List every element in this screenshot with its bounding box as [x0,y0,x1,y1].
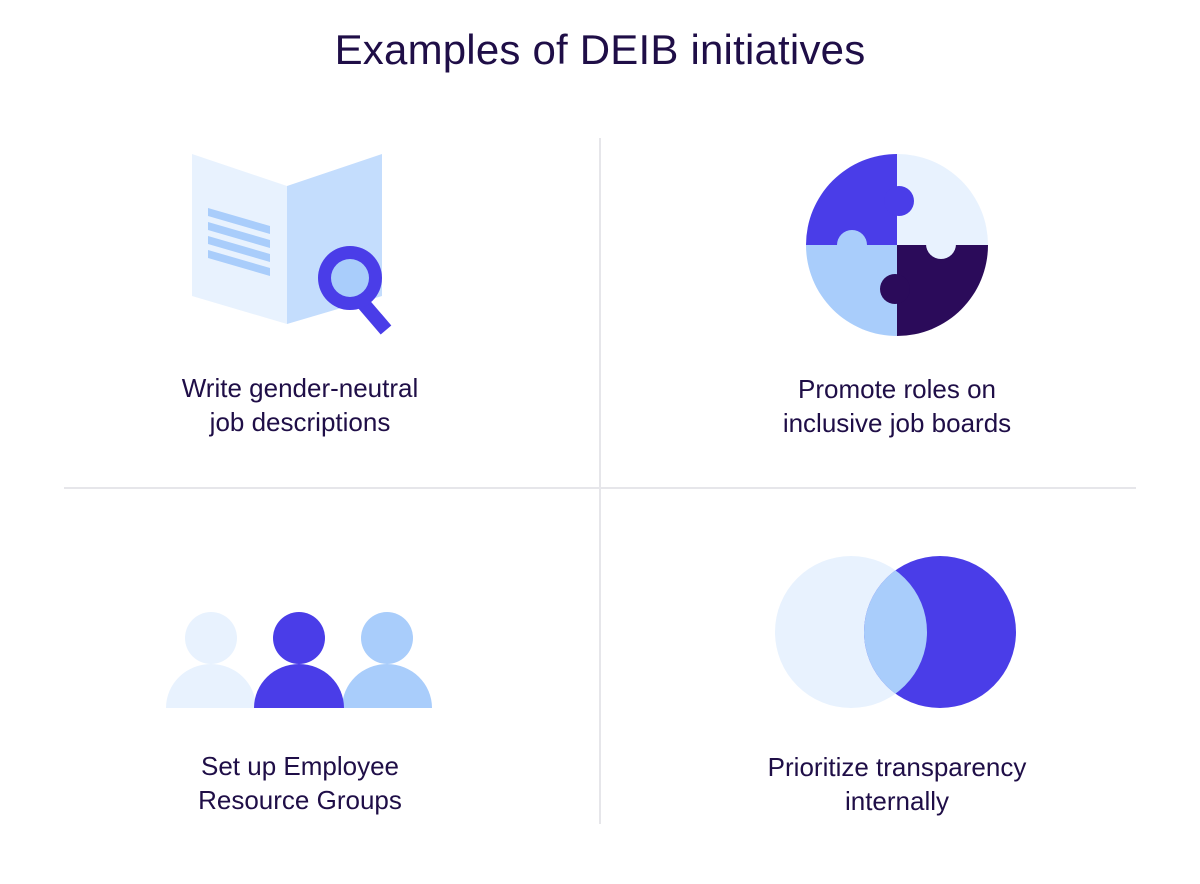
label-line: Resource Groups [198,785,402,815]
label-line: internally [844,786,950,816]
label-line: Set up Employee [200,751,399,781]
venn-circles-icon [770,550,1022,716]
label-line: Promote roles on [798,374,996,404]
people-group-icon [160,605,440,715]
item-label-job-boards: Promote roles on inclusive job boards [697,372,1097,440]
label-line: Prioritize transparency [767,752,1027,782]
label-line: Write gender-neutral [181,373,419,403]
horizontal-divider [64,487,1136,489]
label-line: job descriptions [209,407,391,437]
item-label-transparency: Prioritize transparency internally [697,750,1097,818]
vertical-divider [599,138,601,824]
item-label-job-descriptions: Write gender-neutral job descriptions [100,371,500,439]
document-magnifier-icon [180,148,410,348]
item-label-resource-groups: Set up Employee Resource Groups [100,749,500,817]
puzzle-circle-icon [800,148,1000,348]
page-title: Examples of DEIB initiatives [334,26,866,73]
label-line: inclusive job boards [782,408,1012,438]
